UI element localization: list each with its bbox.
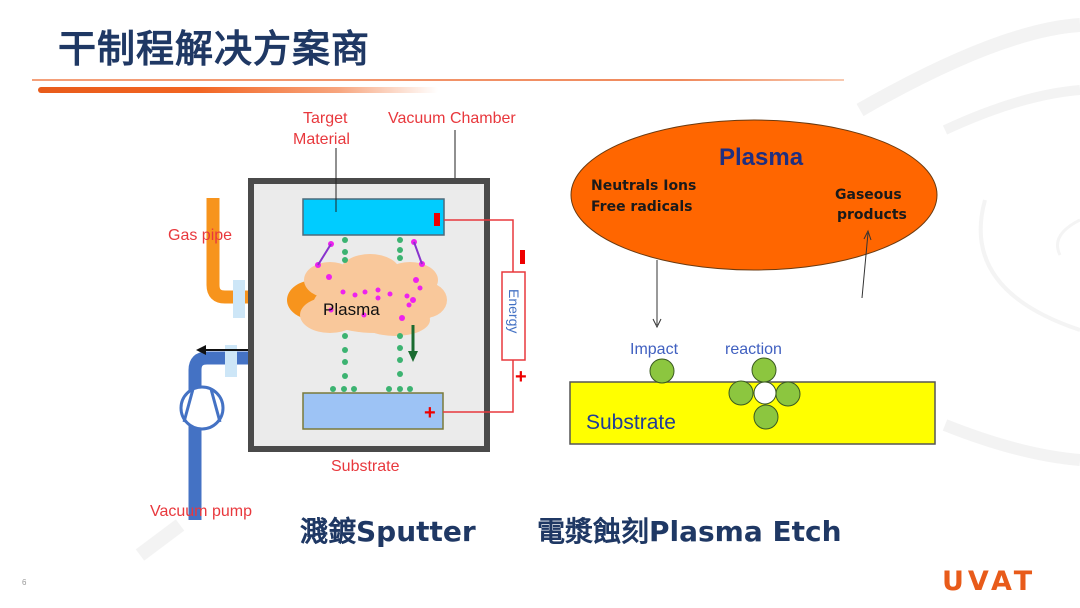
plasma-etch-caption: 電漿蝕刻Plasma Etch [537,515,842,548]
reaction-particle-bottom [753,404,779,430]
minus-terminal [520,250,525,264]
reaction-particle-top [751,357,777,383]
products-label: products [837,207,907,223]
target-terminal [434,213,440,226]
title-divider-thin [32,79,844,81]
vacuum-pipe [188,351,265,520]
vacuum-pipe-flange [225,345,237,377]
energy-label: Energy [506,289,522,333]
reaction-particle-left [728,380,754,406]
energy-plus-sign: + [515,366,527,388]
target-material [302,198,445,236]
energy-wire [443,219,514,413]
impact-label: Impact [630,341,679,358]
gas-pipe-flange [233,280,245,318]
products-arrow [861,232,869,299]
target-material-label-2: Material [293,131,350,148]
pump-icon-triangle [182,388,222,423]
deposition-arrow-head [408,351,418,362]
substrate-left [302,392,444,430]
impact-particle [649,358,675,384]
title-divider-accent [38,87,438,93]
gas-pipe [206,198,300,304]
target-material-label-1: Target [303,110,348,127]
plasma-ellipse [570,119,938,271]
substrate-label-right: Substrate [586,411,676,434]
exhaust-arrow-head [196,345,206,355]
vacuum-chamber-label: Vacuum Chamber [388,110,516,127]
plasma-label-left: Plasma [323,300,380,319]
sputter-caption: 濺鍍Sputter [300,515,476,548]
substrate-label-left: Substrate [331,458,400,475]
reaction-particle-center [753,381,777,405]
slide-title: 干制程解决方案商 [58,27,371,71]
free-radicals-label: Free radicals [591,199,693,215]
plasma-cloud [287,254,447,336]
reaction-particle-right [775,381,801,407]
energy-source [501,271,526,361]
reaction-label: reaction [725,341,782,358]
uvat-logo: UVAT [942,566,1037,597]
gas-pipe-label: Gas pipe [168,227,232,244]
vacuum-pump-label: Vacuum pump [150,503,252,520]
substrate-plus-sign: + [424,402,436,424]
gaseous-label: Gaseous [835,187,902,203]
page-number: 6 [22,578,27,587]
plasma-label-right: Plasma [719,144,804,171]
neutrals-ions-label: Neutrals Ions [591,178,696,194]
sputtered-atoms [330,237,413,392]
